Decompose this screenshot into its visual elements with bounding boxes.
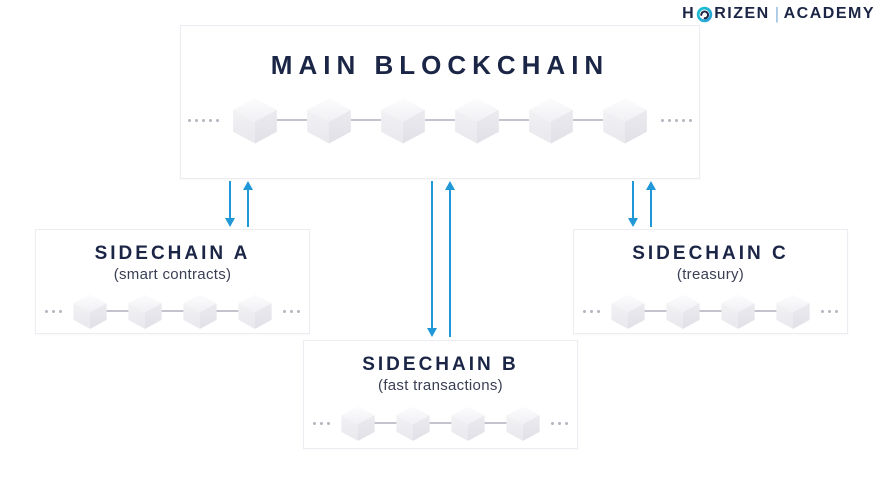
block-cube xyxy=(451,406,485,441)
arrow-down-main-to-sidechain-b xyxy=(427,181,437,337)
sidechain-c-box: SIDECHAIN C (treasury) xyxy=(573,229,848,334)
arrow-up-sidechain-b-to-main xyxy=(445,181,455,337)
sidechain-b-title: SIDECHAIN B xyxy=(362,354,519,375)
block-cube xyxy=(721,294,755,329)
sidechain-a-title: SIDECHAIN A xyxy=(94,243,251,264)
chain-link-line xyxy=(374,422,397,424)
chain-link-line xyxy=(499,119,529,121)
sidechain-b-chain xyxy=(304,404,577,442)
block-cube xyxy=(666,294,700,329)
chain-ellipsis xyxy=(659,118,694,122)
sidechain-c-title: SIDECHAIN C xyxy=(632,243,789,264)
chain-link-line xyxy=(484,422,507,424)
sidechain-a-subtitle: (smart contracts) xyxy=(113,266,232,283)
block-cube xyxy=(776,294,810,329)
arrow-up-sidechain-c-to-main xyxy=(646,181,656,227)
block-cube xyxy=(183,294,217,329)
sidechain-b-box: SIDECHAIN B (fast transactions) xyxy=(303,340,578,449)
arrow-down-main-to-sidechain-c xyxy=(628,181,638,227)
sidechain-c-chain xyxy=(574,292,847,330)
block-cube xyxy=(128,294,162,329)
chain-link-line xyxy=(573,119,603,121)
block-cube xyxy=(396,406,430,441)
chain-ellipsis xyxy=(819,309,840,313)
block-cube xyxy=(73,294,107,329)
logo-text-academy: ACADEMY xyxy=(783,5,875,22)
sidechain-a-box: SIDECHAIN A (smart contracts) xyxy=(35,229,310,334)
block-cube xyxy=(611,294,645,329)
arrow-up-sidechain-a-to-main xyxy=(243,181,253,227)
chain-link-line xyxy=(216,310,239,312)
chain-ellipsis xyxy=(311,421,332,425)
chain-link-line xyxy=(644,310,667,312)
horizen-o-icon xyxy=(696,6,713,22)
chain-link-line xyxy=(277,119,307,121)
chain-link-line xyxy=(699,310,722,312)
chain-ellipsis xyxy=(186,118,221,122)
block-cube xyxy=(381,98,425,144)
chain-link-line xyxy=(161,310,184,312)
logo-text-rizen: RIZEN xyxy=(714,5,770,22)
chain-link-line xyxy=(429,422,452,424)
sidechain-b-subtitle: (fast transactions) xyxy=(378,377,503,394)
chain-ellipsis xyxy=(281,309,302,313)
chain-ellipsis xyxy=(43,309,64,313)
main-blockchain-title: MAIN BLOCKCHAIN xyxy=(270,50,610,80)
block-cube xyxy=(341,406,375,441)
sidechain-c-subtitle: (treasury) xyxy=(676,266,745,283)
block-cube xyxy=(529,98,573,144)
logo-divider: | xyxy=(774,4,781,23)
block-cube xyxy=(506,406,540,441)
block-cube xyxy=(307,98,351,144)
block-cube xyxy=(238,294,272,329)
block-cube xyxy=(603,98,647,144)
chain-ellipsis xyxy=(581,309,602,313)
horizen-academy-logo: H RIZEN | ACADEMY xyxy=(682,4,875,24)
block-cube xyxy=(455,98,499,144)
chain-ellipsis xyxy=(549,421,570,425)
sidechain-a-chain xyxy=(36,292,309,330)
main-blockchain-box: MAIN BLOCKCHAIN xyxy=(180,25,700,179)
block-cube xyxy=(233,98,277,144)
chain-link-line xyxy=(425,119,455,121)
chain-link-line xyxy=(106,310,129,312)
main-blockchain-chain xyxy=(181,95,699,145)
chain-link-line xyxy=(351,119,381,121)
chain-link-line xyxy=(754,310,777,312)
arrow-down-main-to-sidechain-a xyxy=(225,181,235,227)
logo-text-h: H xyxy=(682,5,696,22)
